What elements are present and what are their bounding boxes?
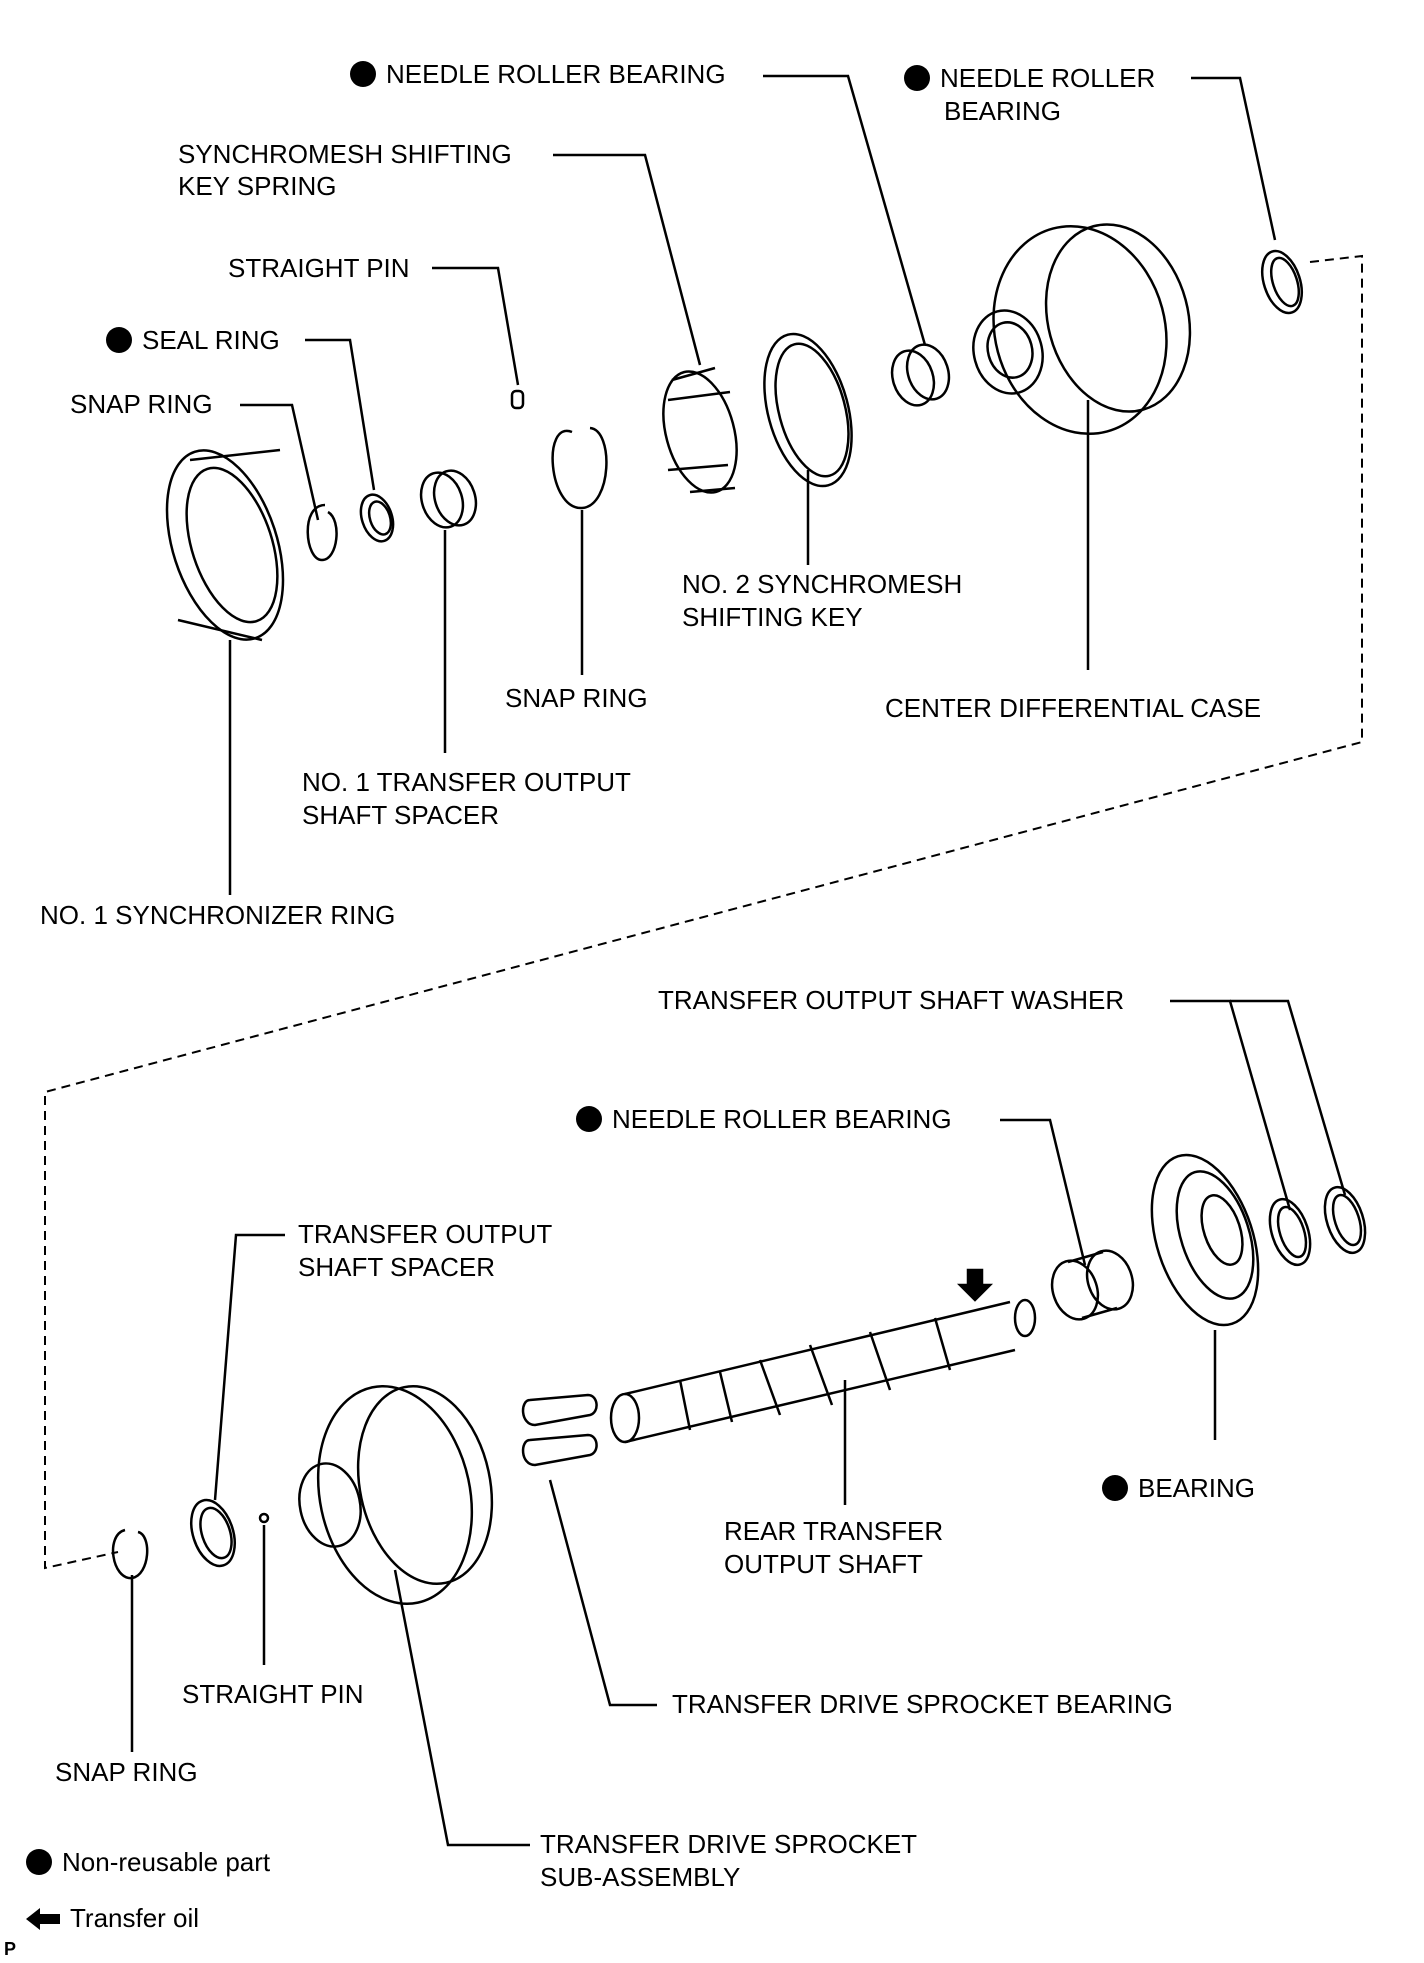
leader-sprocket bbox=[393, 1569, 530, 1847]
snap-ring-top-mid bbox=[551, 426, 608, 510]
leader-washer-a bbox=[1170, 999, 1292, 1211]
label-needle-roller-bearing-top-right: NEEDLE ROLLER bbox=[904, 62, 1155, 95]
transfer-output-shaft-washer-1 bbox=[1268, 1197, 1312, 1267]
left-arrow-icon bbox=[26, 1908, 60, 1930]
transfer-oil-marker bbox=[956, 1268, 994, 1302]
label-center-differential-case: CENTER DIFFERENTIAL CASE bbox=[885, 693, 1262, 723]
label-needle-roller-bearing-bottom: NEEDLE ROLLER BEARING bbox=[576, 1103, 952, 1136]
needle-roller-bearing-top-center bbox=[890, 343, 951, 407]
leader-needle-top-center bbox=[763, 74, 927, 346]
non-reusable-icon bbox=[1102, 1475, 1128, 1501]
non-reusable-icon bbox=[106, 327, 132, 353]
straight-pin-bottom bbox=[258, 1512, 270, 1524]
label-no2-key-line2: SHIFTING KEY bbox=[682, 602, 863, 632]
label-no1-synchronizer-ring: NO. 1 SYNCHRONIZER RING bbox=[40, 900, 396, 930]
no1-transfer-output-shaft-spacer bbox=[419, 469, 478, 529]
leader-straight-pin-top bbox=[432, 266, 520, 386]
non-reusable-icon bbox=[350, 61, 376, 87]
label-sync-spring: SYNCHROMESH SHIFTING bbox=[178, 139, 512, 169]
leader-sprocket-bearing bbox=[548, 1479, 657, 1707]
non-reusable-icon bbox=[904, 65, 930, 91]
snap-ring-bottom bbox=[111, 1528, 149, 1580]
label-snap-ring-top-mid: SNAP RING bbox=[505, 683, 648, 713]
label-washer: TRANSFER OUTPUT SHAFT WASHER bbox=[658, 985, 1125, 1015]
synchromesh-shifting-key-spring bbox=[662, 366, 738, 494]
assembly-dashed-line bbox=[44, 254, 1363, 1570]
needle-roller-bearing-top-right bbox=[1260, 249, 1304, 315]
leader-spacer bbox=[213, 1233, 285, 1501]
label-transfer-output-shaft-spacer-line2: SHAFT SPACER bbox=[298, 1252, 495, 1282]
label-transfer-drive-sprocket-line2: SUB-ASSEMBLY bbox=[540, 1862, 741, 1892]
snap-ring-top-left bbox=[306, 503, 338, 562]
transfer-drive-sprocket bbox=[298, 1385, 494, 1605]
leader-sync-spring bbox=[553, 153, 702, 366]
leader-snap-ring-top-left bbox=[240, 403, 320, 521]
center-differential-case bbox=[972, 223, 1192, 436]
bearing bbox=[1150, 1153, 1260, 1327]
transfer-drive-sprocket-bearing bbox=[521, 1393, 598, 1467]
legend-transfer-oil: Transfer oil bbox=[26, 1902, 199, 1935]
transfer-output-shaft-spacer bbox=[190, 1498, 236, 1568]
label-rear-transfer-output-shaft-line2: OUTPUT SHAFT bbox=[724, 1549, 923, 1579]
label-rear-transfer-output-shaft: REAR TRANSFER bbox=[724, 1516, 944, 1546]
label-transfer-output-shaft-spacer: TRANSFER OUTPUT bbox=[298, 1219, 553, 1249]
needle-roller-bearing-bottom bbox=[1050, 1249, 1135, 1321]
leader-seal-ring bbox=[305, 338, 376, 491]
label-seal-ring: SEAL RING bbox=[106, 324, 280, 357]
rear-transfer-output-shaft bbox=[609, 1298, 1037, 1444]
filled-circle-icon bbox=[26, 1849, 52, 1875]
label-needle-roller-bearing-top-right-line2: BEARING bbox=[944, 96, 1062, 126]
leader-washer-b bbox=[1230, 999, 1347, 1196]
label-snap-ring-top-left: SNAP RING bbox=[70, 389, 213, 419]
label-sync-spring-line2: KEY SPRING bbox=[178, 171, 337, 201]
leader-needle-top-right bbox=[1191, 76, 1277, 241]
label-needle-roller-bearing-top-center: NEEDLE ROLLER BEARING bbox=[350, 58, 726, 91]
label-no1-spacer: NO. 1 TRANSFER OUTPUT bbox=[302, 767, 631, 797]
label-transfer-drive-sprocket-bearing: TRANSFER DRIVE SPROCKET BEARING bbox=[672, 1689, 1173, 1719]
non-reusable-icon bbox=[576, 1106, 602, 1132]
transfer-output-shaft-washer-2 bbox=[1323, 1185, 1367, 1255]
seal-ring bbox=[359, 493, 395, 543]
no2-synchromesh-shifting-key bbox=[763, 332, 853, 488]
no1-synchronizer-ring bbox=[165, 448, 285, 642]
leader-needle-bottom bbox=[1000, 1118, 1087, 1266]
label-snap-ring-bottom: SNAP RING bbox=[55, 1757, 198, 1787]
label-no1-spacer-line2: SHAFT SPACER bbox=[302, 800, 499, 830]
label-straight-pin-top: STRAIGHT PIN bbox=[228, 253, 410, 283]
label-straight-pin-bottom: STRAIGHT PIN bbox=[182, 1679, 364, 1709]
label-bearing: BEARING bbox=[1102, 1472, 1255, 1505]
straight-pin-top bbox=[510, 389, 525, 410]
legend-non-reusable: Non-reusable part bbox=[26, 1846, 270, 1879]
label-no2-key: NO. 2 SYNCHROMESH bbox=[682, 569, 963, 599]
footer-code: P bbox=[4, 1939, 17, 1959]
label-transfer-drive-sprocket: TRANSFER DRIVE SPROCKET bbox=[540, 1829, 918, 1859]
